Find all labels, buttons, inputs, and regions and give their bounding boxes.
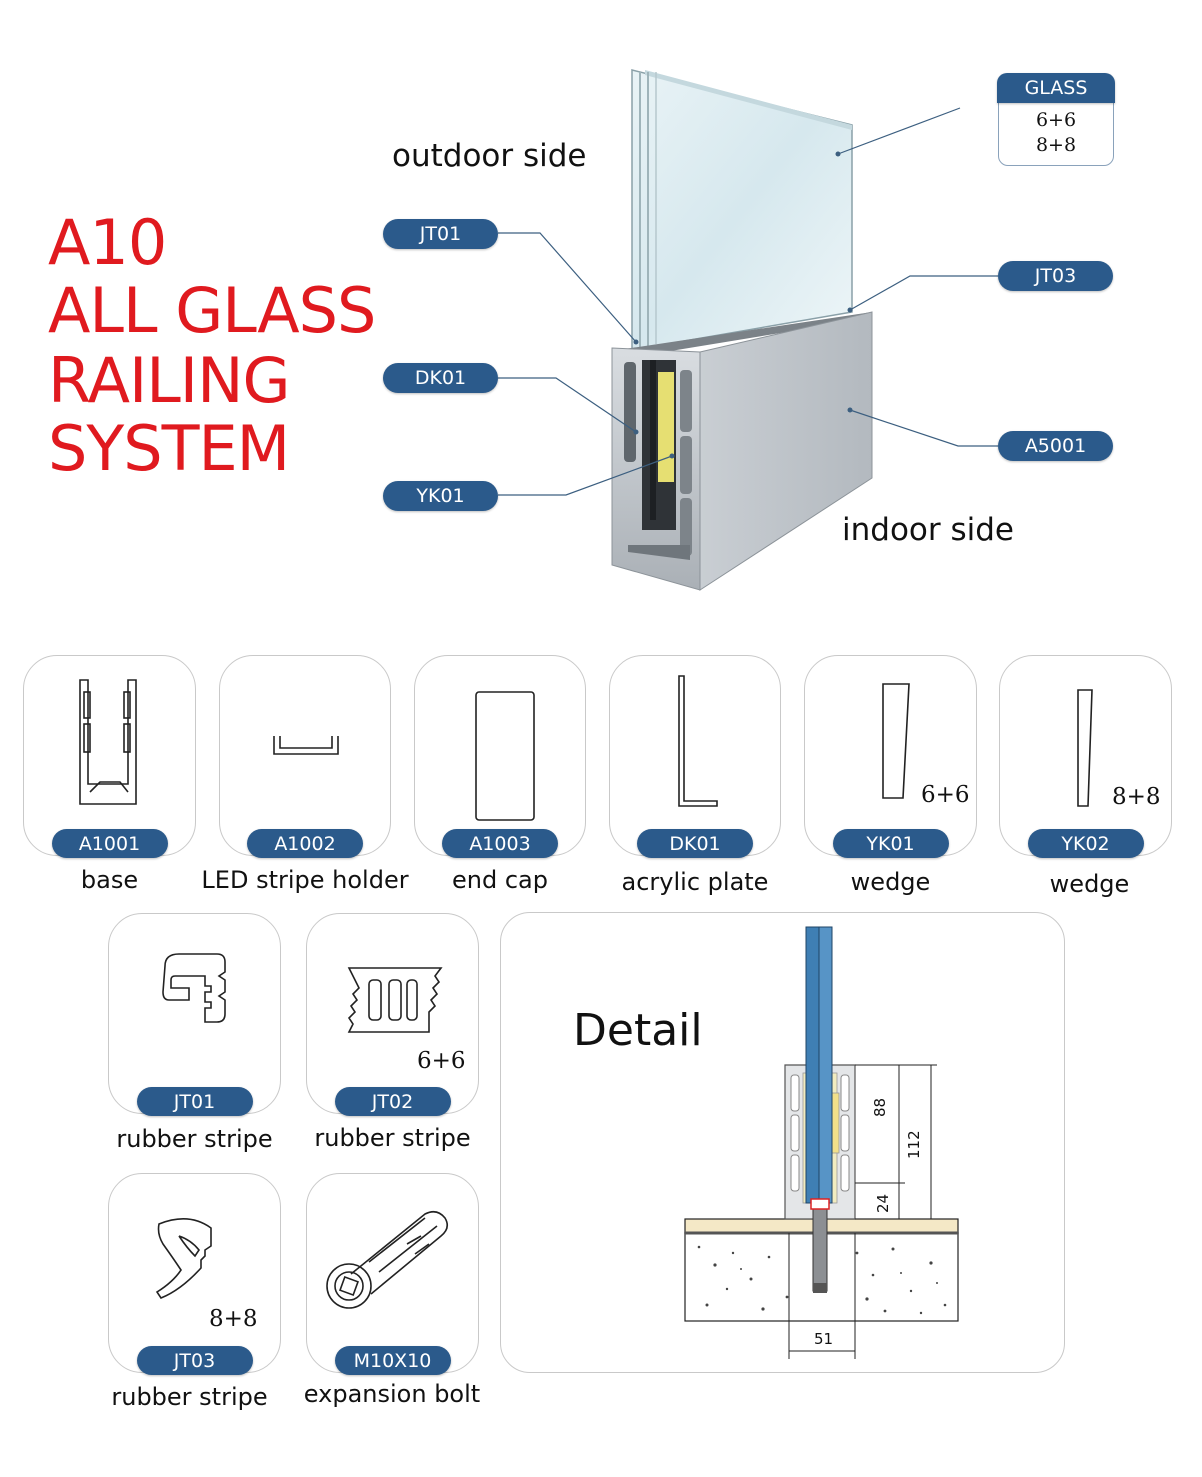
rubber-stripe-icon xyxy=(162,953,226,1023)
part-card-jt01: JT01 xyxy=(108,913,281,1116)
part-code-jt01: JT01 xyxy=(136,1087,253,1116)
callout-a5001: A5001 xyxy=(998,431,1113,461)
part-caption-a1003: end cap xyxy=(452,866,548,894)
glass-thickness-2: 8+8 xyxy=(1035,134,1077,156)
part-caption-yk02: wedge xyxy=(1049,870,1130,898)
acrylic-plate-icon xyxy=(678,675,718,807)
part-card-yk02: 8+8 YK02 xyxy=(999,655,1172,858)
dimension-112: 112 xyxy=(905,1130,923,1159)
part-code-dk01: DK01 xyxy=(637,829,753,858)
title-line-2: ALL GLASS xyxy=(48,274,376,347)
rubber-stripe-icon xyxy=(347,967,443,1033)
outdoor-side-label: outdoor side xyxy=(392,138,587,174)
part-caption-dk01: acrylic plate xyxy=(621,868,769,896)
detail-section-drawing xyxy=(684,926,959,1359)
indoor-side-label: indoor side xyxy=(842,512,1014,548)
rubber-stripe-icon xyxy=(155,1218,212,1299)
part-code-a1003: A1003 xyxy=(442,829,558,858)
part-size-jt02: 6+6 xyxy=(417,1048,466,1074)
callout-yk01: YK01 xyxy=(383,481,498,511)
part-card-m10x10: M10X10 xyxy=(306,1173,479,1375)
led-holder-icon xyxy=(273,736,339,755)
part-card-jt02: 6+6 JT02 xyxy=(306,913,479,1116)
base-profile-icon xyxy=(79,679,137,805)
part-size-yk01: 6+6 xyxy=(921,782,970,808)
title-line-3: RAILING xyxy=(48,344,291,417)
title-line-4: SYSTEM xyxy=(48,412,290,485)
glass-callout: GLASS 6+6 8+8 xyxy=(997,73,1115,166)
part-code-a1002: A1002 xyxy=(247,829,363,858)
part-size-jt03: 8+8 xyxy=(209,1306,258,1332)
part-caption-jt02: rubber stripe xyxy=(314,1124,471,1152)
wedge-icon xyxy=(1077,689,1093,807)
part-caption-m10x10: expansion bolt xyxy=(303,1380,481,1408)
part-code-a1001: A1001 xyxy=(51,829,168,858)
part-caption-a1002: LED stripe holder xyxy=(201,866,409,894)
wedge-icon xyxy=(882,683,910,799)
part-size-yk02: 8+8 xyxy=(1112,784,1161,810)
part-card-dk01: DK01 xyxy=(609,655,781,858)
part-code-jt03: JT03 xyxy=(136,1346,253,1375)
part-caption-jt01: rubber stripe xyxy=(116,1125,273,1153)
part-card-a1001: A1001 xyxy=(23,655,196,858)
part-caption-yk01: wedge xyxy=(850,868,931,896)
part-card-yk01: 6+6 YK01 xyxy=(804,655,977,858)
detail-title: Detail xyxy=(573,1005,703,1056)
detail-card: Detail xyxy=(500,912,1065,1373)
part-caption-a1001: base xyxy=(80,866,139,894)
part-code-jt02: JT02 xyxy=(334,1087,451,1116)
title-line-1: A10 xyxy=(48,206,167,279)
base-profile-section xyxy=(611,347,701,591)
callout-jt03: JT03 xyxy=(998,261,1113,291)
glass-callout-label: GLASS xyxy=(997,73,1115,103)
part-code-m10x10: M10X10 xyxy=(334,1346,451,1375)
end-cap-icon xyxy=(475,691,535,821)
callout-jt01: JT01 xyxy=(383,219,498,249)
part-caption-jt03: rubber stripe xyxy=(111,1383,268,1411)
part-code-yk02: YK02 xyxy=(1027,829,1144,858)
part-card-a1002: A1002 xyxy=(219,655,391,858)
part-code-yk01: YK01 xyxy=(832,829,949,858)
dimension-24: 24 xyxy=(874,1193,892,1213)
glass-panel xyxy=(631,69,853,351)
part-card-jt03: 8+8 JT03 xyxy=(108,1173,281,1375)
callout-dk01: DK01 xyxy=(383,363,498,393)
expansion-bolt-icon xyxy=(326,1210,449,1309)
dimension-88: 88 xyxy=(871,1097,889,1117)
railing-illustration xyxy=(498,69,998,591)
dimension-51: 51 xyxy=(814,1330,834,1348)
part-card-a1003: A1003 xyxy=(414,655,586,858)
glass-thickness-1: 6+6 xyxy=(1035,109,1077,131)
